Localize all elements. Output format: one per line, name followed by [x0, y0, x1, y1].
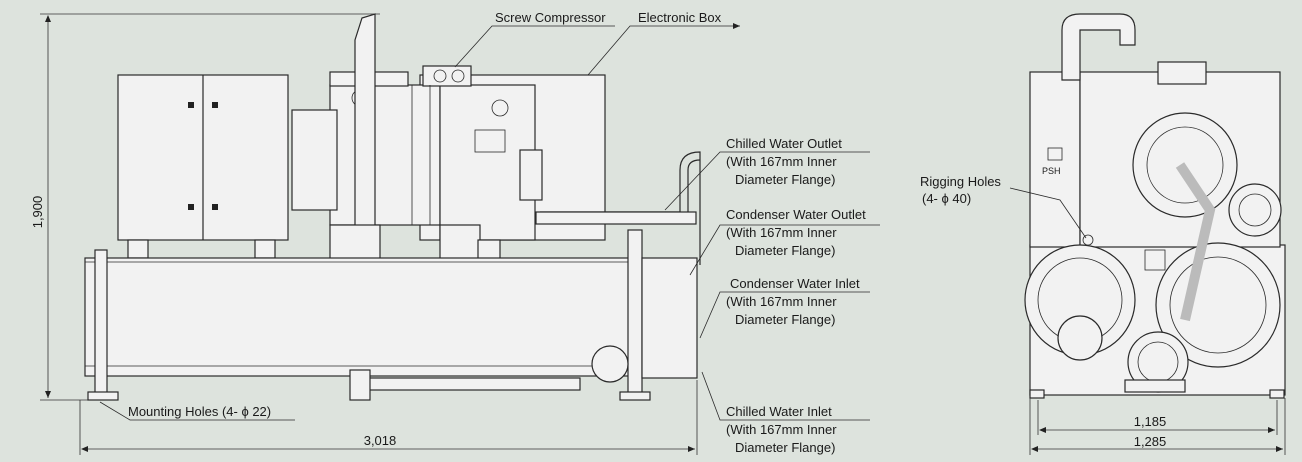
label-chilled-water-outlet: Chilled Water Outlet [726, 136, 842, 151]
label-rigging-holes-note: (4- ϕ 40) [922, 191, 971, 206]
label-chilled-water-outlet-note2: Diameter Flange) [735, 172, 835, 187]
side-view [40, 13, 701, 455]
dim-height: 1,900 [30, 196, 45, 229]
label-condenser-water-inlet-note: (With 167mm Inner [726, 294, 837, 309]
label-screw-compressor: Screw Compressor [495, 10, 606, 25]
label-mounting-holes: Mounting Holes (4- ϕ 22) [128, 404, 271, 419]
label-psh: PSH [1042, 166, 1061, 176]
label-electronic-box: Electronic Box [638, 10, 722, 25]
dim-length: 3,018 [364, 433, 397, 448]
dim-width-inner: 1,185 [1134, 414, 1167, 429]
leader-lines [99, 23, 880, 421]
label-condenser-water-outlet-note2: Diameter Flange) [735, 243, 835, 258]
label-chilled-water-inlet-note2: Diameter Flange) [735, 440, 835, 455]
label-condenser-water-inlet-note2: Diameter Flange) [735, 312, 835, 327]
dim-width-outer: 1,285 [1134, 434, 1167, 449]
label-chilled-water-inlet-note: (With 167mm Inner [726, 422, 837, 437]
label-condenser-water-outlet-note: (With 167mm Inner [726, 225, 837, 240]
screw-compressor-body [329, 84, 441, 226]
label-chilled-water-inlet: Chilled Water Inlet [726, 404, 832, 419]
end-view [1009, 13, 1286, 455]
evaporator-condenser-shell [84, 257, 631, 377]
label-condenser-water-outlet: Condenser Water Outlet [726, 207, 866, 222]
label-condenser-water-inlet: Condenser Water Inlet [730, 276, 860, 291]
label-chilled-water-outlet-note: (With 167mm Inner [726, 154, 837, 169]
label-rigging-holes: Rigging Holes [920, 174, 1001, 189]
screw-compressor [422, 65, 472, 87]
